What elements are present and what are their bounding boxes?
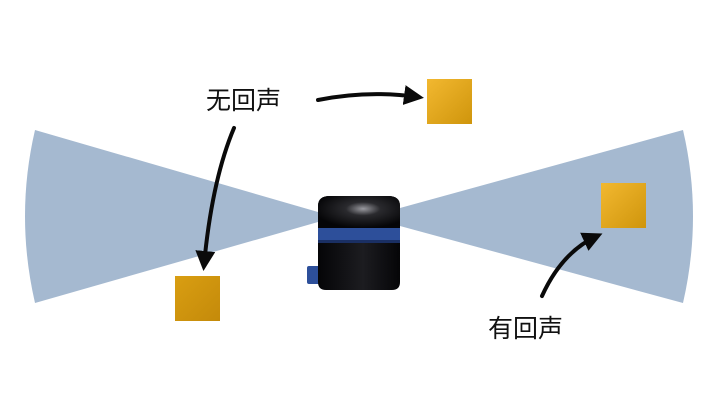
arrow-to-top-target — [316, 85, 424, 105]
target-bottom-no-echo — [175, 276, 220, 321]
arrow-to-right-target — [540, 232, 603, 298]
beam-right — [400, 130, 693, 303]
target-right-echo — [601, 183, 646, 228]
target-top-no-echo — [427, 79, 472, 124]
label-has-echo: 有回声 — [488, 314, 563, 343]
label-no-echo: 无回声 — [206, 86, 281, 115]
lidar-sensor-icon — [307, 196, 400, 290]
beam-left — [25, 130, 318, 303]
arrow-to-bottom-target — [195, 126, 236, 271]
